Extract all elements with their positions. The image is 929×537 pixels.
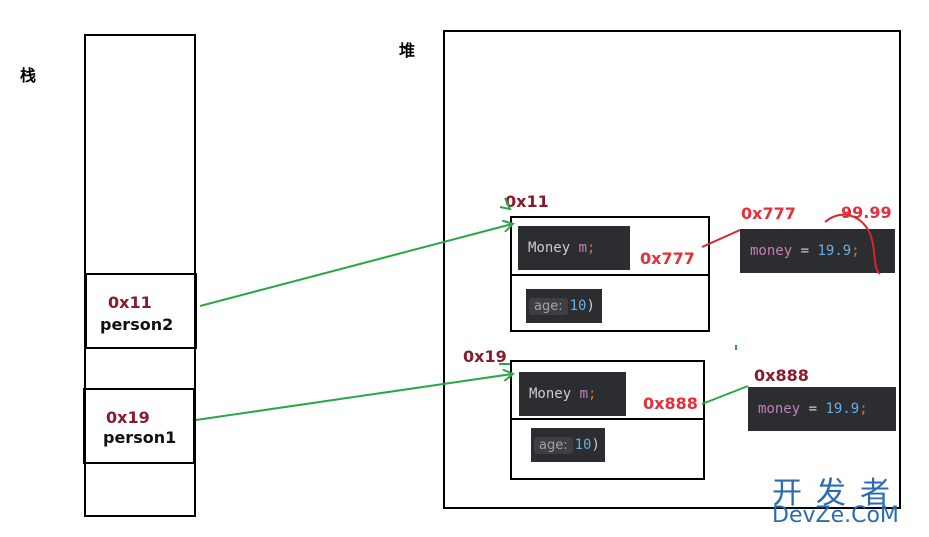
field-type: Money [529,386,572,402]
age-value: 10 [569,298,587,314]
person2-name: person2 [100,315,174,334]
heap-object-1-age-code: age:10) [526,289,602,323]
age-param-hint: age: [529,297,568,315]
heap-frame [443,30,901,509]
stack-slot-person2 [85,273,197,349]
field-name: m [578,240,588,256]
heap-object-2 [510,360,705,480]
watermark-domain: DevZe.CoM [772,503,899,528]
age-param-hint: age: [534,436,573,454]
person2-arrow [199,224,512,307]
money-object-1-address: 0x777 [741,204,796,223]
field-type: Money [528,240,571,256]
stack-label: 栈 [20,66,37,85]
heap-object-1-field-code: Money m; [518,226,630,270]
heap-object-1-ref-address: 0x777 [640,249,695,268]
value-strike-mark [824,213,881,275]
watermark-logo-text: 开发者 [772,476,904,511]
person1-address: 0x19 [106,408,150,427]
heap-object-2-field-code: Money m; [519,372,626,416]
heap-object-1-divider [510,274,710,276]
stack-slot-person1 [83,388,195,464]
heap-object-2-ref-address: 0x888 [643,394,698,413]
object-2-to-money-line [701,385,749,405]
money-object-1-code: money = 19.9; [740,229,895,273]
money-value: 19.9 [825,401,860,417]
age-value: 10 [574,437,592,453]
object-1-to-money-line [701,229,741,248]
heap-label: 堆 [399,41,416,60]
money-object-2-code: money = 19.9; [748,387,896,431]
person2-address: 0x11 [108,293,152,312]
heap-object-2-address: 0x19 [463,347,507,366]
money-field: money [758,401,801,417]
heap-object-2-divider [510,418,705,420]
money-value: 19.9 [817,243,852,259]
field-name: m [579,386,589,402]
heap-object-2-age-code: age:10) [531,428,605,462]
object-1-pointer-mark [499,197,512,211]
heap-object-1-address: 0x11 [505,192,549,211]
money-object-2-address: 0x888 [754,366,809,385]
person1-arrow [195,374,512,421]
money-field: money [750,243,793,259]
person1-name: person1 [103,428,177,447]
